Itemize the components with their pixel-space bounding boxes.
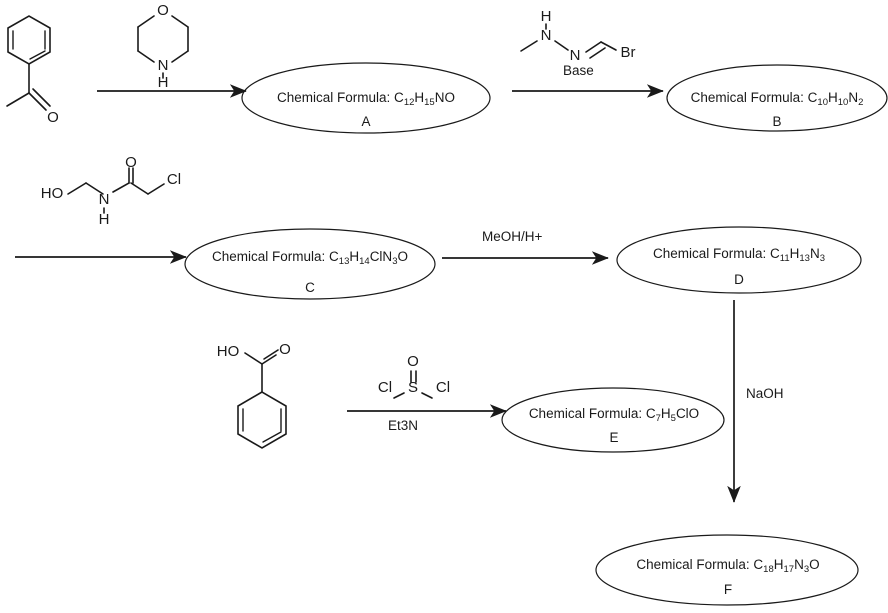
- node-e-letter: E: [609, 430, 619, 445]
- atom-label-Cl: Cl: [436, 379, 450, 396]
- atom-label-N: N: [158, 57, 169, 74]
- node-a-letter: A: [361, 114, 371, 129]
- node-ellipse-c: [184, 228, 436, 300]
- structure-morpholine: O N H: [137, 2, 189, 91]
- node-ellipse-f: [595, 534, 859, 606]
- structure-chloroacetamide: HO N H O Cl: [41, 154, 181, 228]
- reagent-label-base: Base: [563, 63, 594, 78]
- reagent-label-et3n: Et3N: [388, 418, 419, 433]
- structure-benzoic-acid: HO O: [217, 341, 291, 449]
- atom-label-O: O: [407, 353, 419, 370]
- node-a-formula: Chemical Formula: C12H15NO: [277, 90, 455, 108]
- node-d-letter: D: [734, 272, 744, 287]
- node-c-letter: C: [305, 280, 315, 295]
- node-f-formula: Chemical Formula: C18H17N3O: [636, 557, 820, 575]
- atom-label-HO: HO: [217, 343, 240, 360]
- reagent-label-meoh-h: MeOH/H+: [482, 229, 543, 244]
- node-c-formula: Chemical Formula: C13H14ClN3O: [212, 249, 408, 267]
- atom-label-H: H: [158, 74, 169, 91]
- atom-label-Cl: Cl: [167, 171, 181, 188]
- atom-label-O: O: [125, 154, 137, 171]
- reagent-label-naoh: NaOH: [746, 386, 784, 401]
- node-ellipse-e: [501, 387, 725, 453]
- atom-label-H: H: [99, 211, 110, 228]
- atom-label-Cl: Cl: [378, 379, 392, 396]
- atom-label-O: O: [279, 341, 291, 358]
- atom-label-N: N: [570, 47, 581, 64]
- node-ellipse-d: [616, 226, 862, 294]
- atom-label-H: H: [541, 8, 552, 25]
- atom-label-S: S: [408, 379, 418, 396]
- atom-label-O: O: [47, 109, 59, 126]
- structure-bromo-methylhydrazone: H N N Br: [520, 8, 636, 64]
- node-ellipse-b: [666, 64, 888, 132]
- atom-label-N: N: [541, 27, 552, 44]
- node-e-formula: Chemical Formula: C7H5ClO: [528, 406, 700, 424]
- node-b-formula: Chemical Formula: C10H10N2: [690, 90, 864, 108]
- atom-label-N: N: [99, 191, 110, 208]
- atom-label-Br: Br: [621, 44, 636, 61]
- node-d-formula: Chemical Formula: C11H13N3: [652, 246, 826, 264]
- node-ellipse-a: [241, 62, 491, 134]
- atom-label-O: O: [157, 2, 169, 19]
- atom-label-HO: HO: [41, 185, 64, 202]
- structure-thionyl-chloride: O S Cl Cl: [378, 353, 450, 399]
- node-b-letter: B: [772, 114, 782, 129]
- structure-acetophenone: O: [6, 15, 59, 126]
- node-f-letter: F: [723, 582, 733, 597]
